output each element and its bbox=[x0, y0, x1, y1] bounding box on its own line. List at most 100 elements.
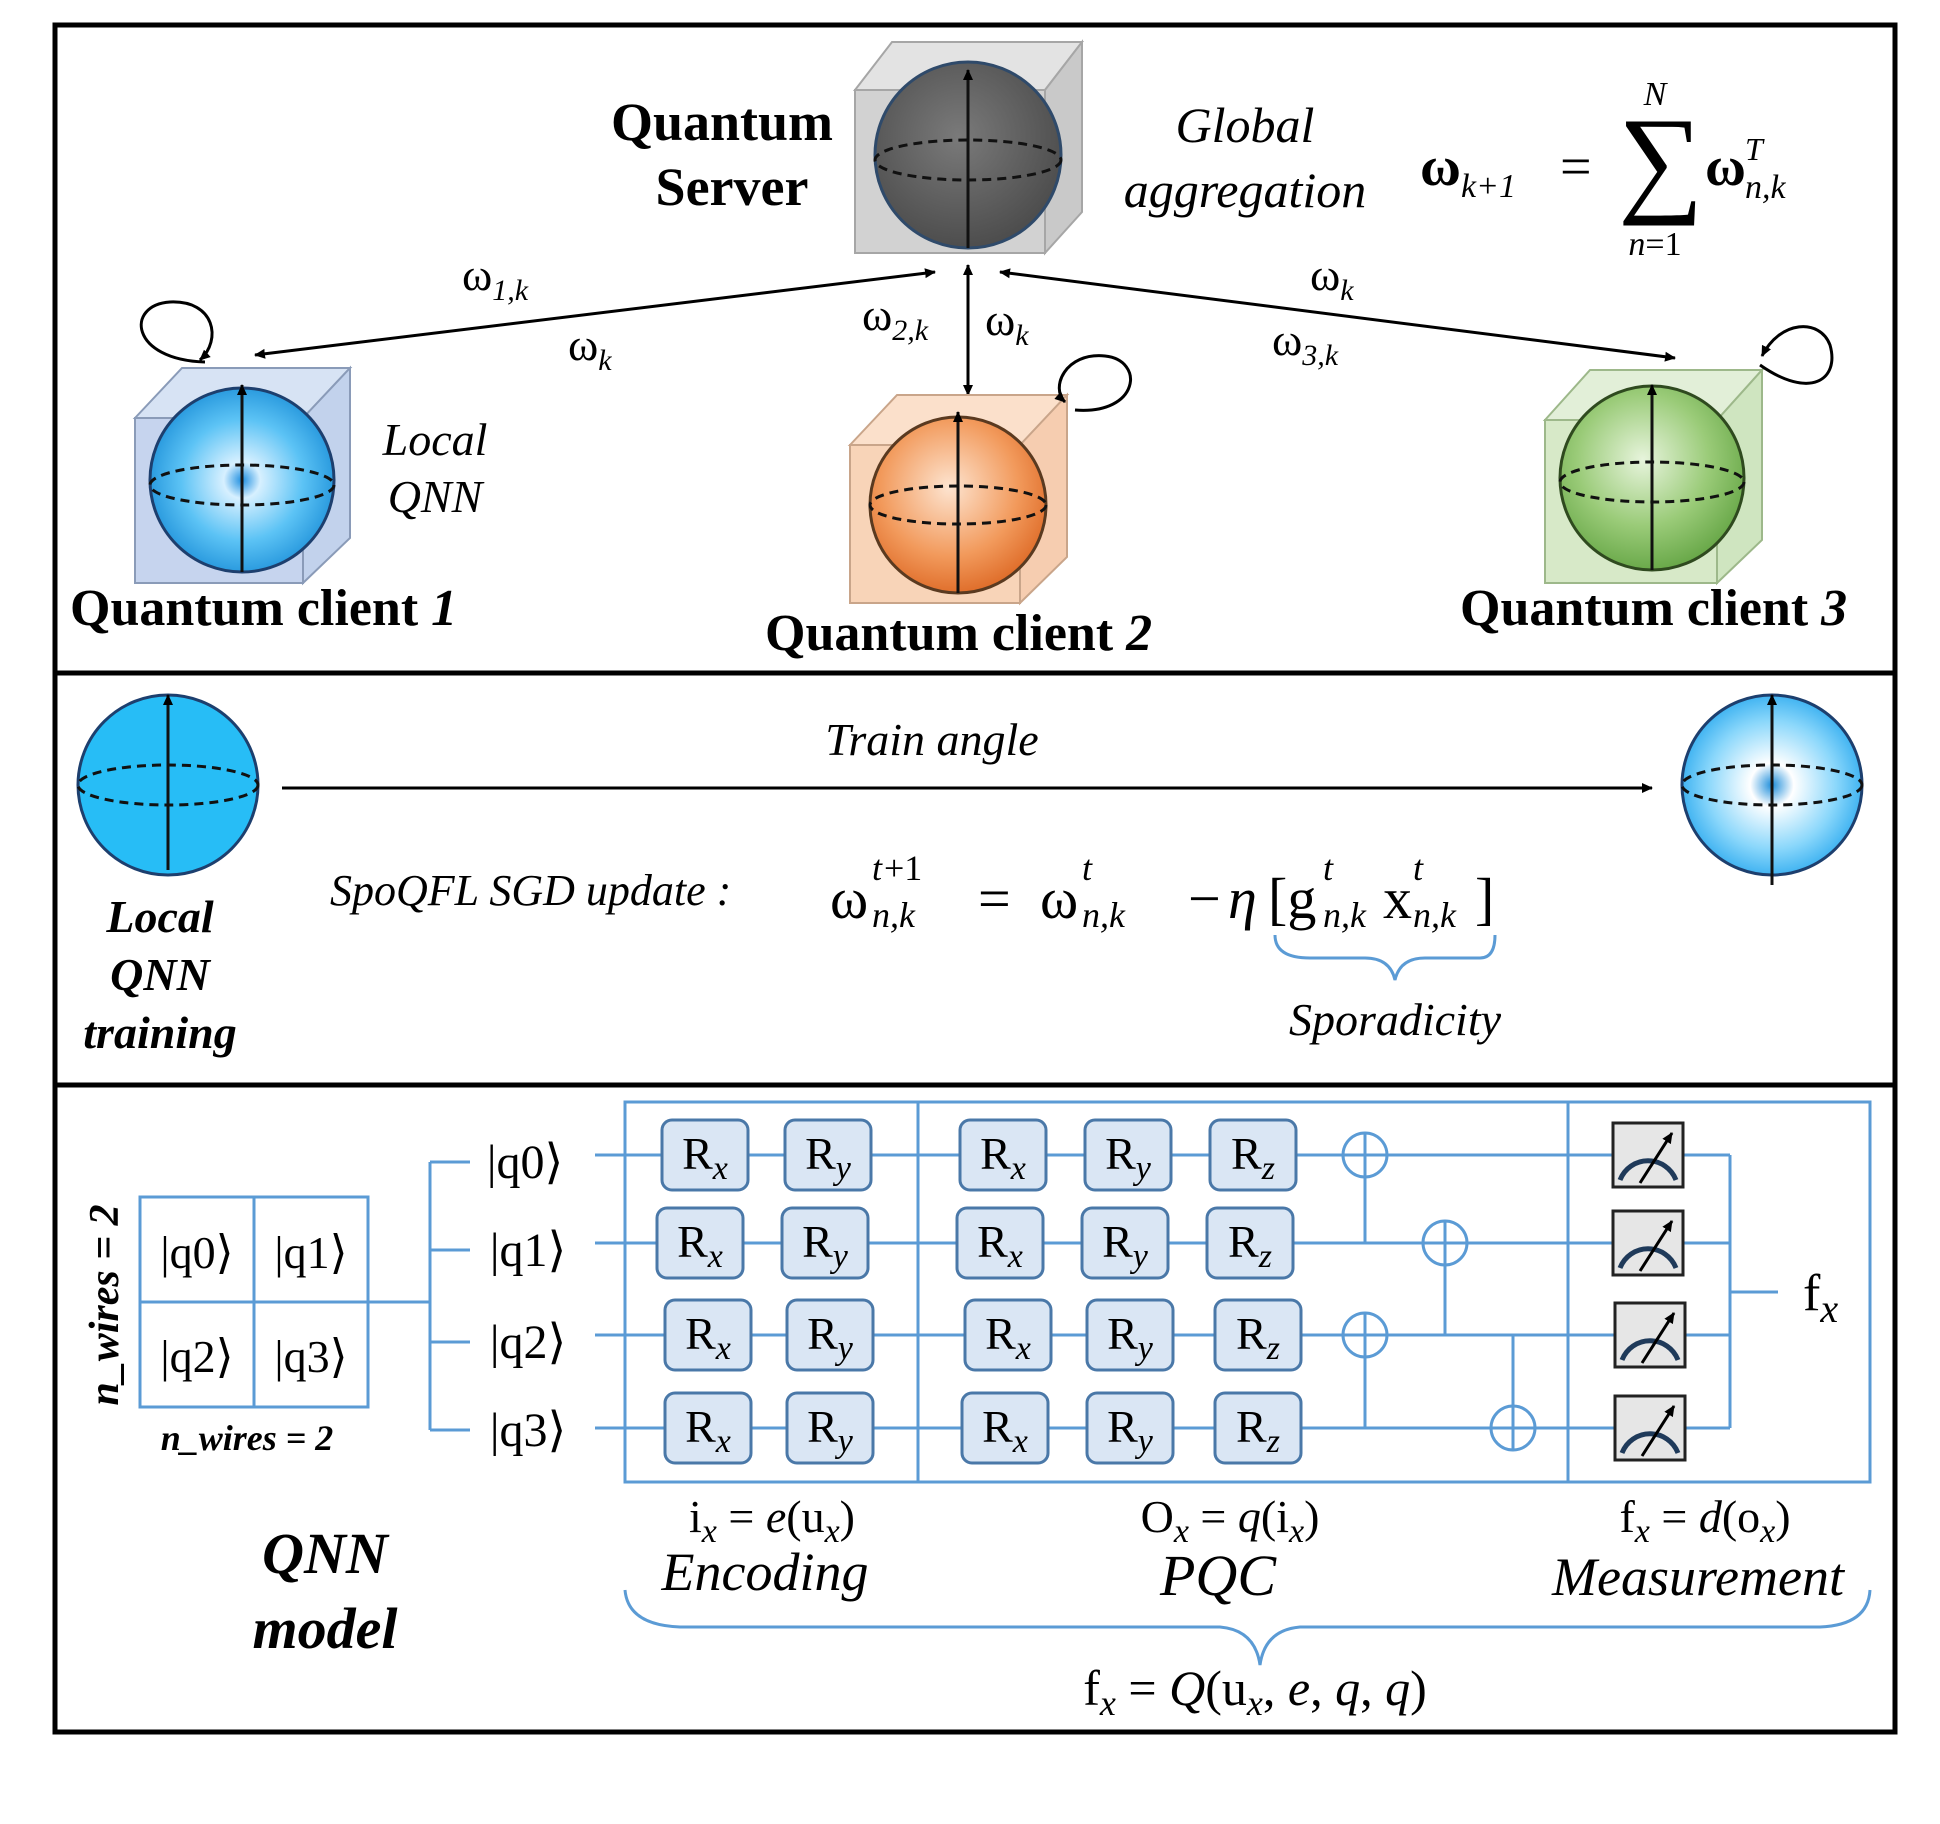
global-aggregation-line2: aggregation bbox=[1124, 162, 1367, 218]
sgd-update-label: SpoQFL SGD update : bbox=[330, 866, 731, 915]
svg-text:n,k: n,k bbox=[1082, 895, 1126, 935]
svg-text:t: t bbox=[1323, 848, 1334, 888]
edge-label-w2k: ω2,k bbox=[862, 289, 929, 347]
enc-gate-q3-ry-label: Ry bbox=[807, 1401, 854, 1460]
enc-gate-q2-ry: Ry bbox=[785, 1298, 875, 1372]
n-wires-vertical: n_wires = 2 bbox=[82, 1204, 128, 1405]
pqc-gate-q0-ry-label: Ry bbox=[1105, 1128, 1152, 1187]
enc-gate-q2-rx: Rx bbox=[663, 1298, 753, 1372]
output-fx: fx bbox=[1803, 1265, 1838, 1331]
edge-label-wk-mid: ωk bbox=[985, 294, 1029, 352]
pqc-gate-q3-ry: Ry bbox=[1085, 1391, 1175, 1465]
pqc-gate-q0-rx-label: Rx bbox=[980, 1128, 1026, 1187]
grid-cell-q1: |q1⟩ bbox=[274, 1227, 347, 1278]
enc-gate-q0-rx-label: Rx bbox=[682, 1128, 728, 1187]
local-qnn-line2: QNN bbox=[388, 471, 485, 522]
enc-gate-q3-rx: Rx bbox=[663, 1391, 753, 1465]
qubit-label-q2: |q2⟩ bbox=[490, 1316, 566, 1369]
pqc-gate-q2-rx-label: Rx bbox=[985, 1308, 1031, 1367]
measurement-eq: fx = d(ox) bbox=[1619, 1491, 1790, 1550]
qubit-fanout bbox=[368, 1160, 470, 1432]
edge-label-w3k: ω3,k bbox=[1272, 314, 1339, 372]
svg-text:=: = bbox=[978, 866, 1011, 931]
edge-label-wk-left: ωk bbox=[568, 319, 612, 377]
svg-text:n,k: n,k bbox=[1413, 895, 1457, 935]
circuit-frame bbox=[623, 1100, 1872, 1484]
model-eq: fx = Q(ux, e, q, q) bbox=[1083, 1660, 1426, 1723]
edge-label-w1k: ω1,k bbox=[462, 249, 529, 307]
pqc-gate-q3-rz: Rz bbox=[1213, 1391, 1303, 1465]
qubit-label-q0: |q0⟩ bbox=[487, 1136, 563, 1189]
pqc-gate-q2-ry-label: Ry bbox=[1107, 1308, 1154, 1367]
server-title-line1: Quantum bbox=[611, 92, 833, 152]
measurement-meter-q0 bbox=[1611, 1121, 1685, 1189]
svg-text:ωk+1: ωk+1 bbox=[1420, 136, 1516, 205]
enc-gate-q2-ry-label: Ry bbox=[807, 1308, 854, 1367]
pqc-gate-q3-ry-label: Ry bbox=[1107, 1401, 1154, 1460]
svg-text:=: = bbox=[1560, 136, 1592, 198]
pqc-gate-q2-ry: Ry bbox=[1085, 1298, 1175, 1372]
enc-gate-q1-rx: Rx bbox=[655, 1206, 745, 1280]
client3-title: Quantum client 3 bbox=[1460, 580, 1847, 637]
train-angle-label: Train angle bbox=[825, 714, 1038, 765]
svg-text:]: ] bbox=[1475, 866, 1494, 931]
client3-cube bbox=[1542, 325, 1834, 586]
qnn-model-line1: QNN bbox=[262, 1521, 390, 1586]
grid-cell-q0: |q0⟩ bbox=[160, 1227, 233, 1278]
pqc-gate-q2-rx: Rx bbox=[963, 1298, 1053, 1372]
output-combiner bbox=[1728, 1155, 1778, 1428]
svg-text:T: T bbox=[1745, 131, 1765, 167]
svg-text:−: − bbox=[1188, 866, 1221, 931]
pqc-gate-q0-ry: Ry bbox=[1083, 1118, 1173, 1192]
svg-text:ω: ω bbox=[1040, 866, 1078, 931]
measurement-meter-q1 bbox=[1611, 1209, 1685, 1277]
server-title-line2: Server bbox=[656, 157, 809, 217]
sporadicity-brace bbox=[1273, 934, 1497, 981]
enc-gate-q1-ry-label: Ry bbox=[802, 1216, 849, 1275]
server-cube bbox=[852, 39, 1085, 256]
enc-gate-q0-ry-label: Ry bbox=[805, 1128, 852, 1187]
qubit-wires bbox=[595, 1153, 1730, 1430]
pqc-gate-q1-rx: Rx bbox=[955, 1206, 1045, 1280]
svg-text:η: η bbox=[1228, 866, 1257, 931]
client1-loop-icon bbox=[139, 300, 214, 364]
local-qnn-line1: Local bbox=[382, 414, 488, 465]
encoding-label: Encoding bbox=[661, 1542, 869, 1602]
arrow-server-client3 bbox=[999, 268, 1676, 362]
enc-gate-q3-rx-label: Rx bbox=[685, 1401, 731, 1460]
qubit-grid: |q0⟩ |q1⟩ |q2⟩ |q3⟩ bbox=[138, 1195, 370, 1409]
pqc-gate-q3-rz-label: Rz bbox=[1236, 1401, 1280, 1460]
training-end-sphere bbox=[1680, 693, 1864, 885]
client2-cube bbox=[847, 354, 1132, 606]
pqc-gate-q1-rx-label: Rx bbox=[977, 1216, 1023, 1275]
local-training-line1: Local bbox=[105, 891, 214, 942]
pqc-eq: Ox = q(ix) bbox=[1141, 1491, 1320, 1550]
panel-qnn-frame bbox=[52, 1082, 1898, 1735]
sgd-update-formula: ω t+1 n,k = ω t n,k − η [g t n,k x t n,k… bbox=[830, 848, 1494, 935]
measurement-label: Measurement bbox=[1551, 1547, 1846, 1607]
meters-layer bbox=[1611, 1121, 1687, 1462]
svg-text:t: t bbox=[1082, 848, 1093, 888]
enc-gate-q1-ry: Ry bbox=[780, 1206, 870, 1280]
enc-gate-q0-ry: Ry bbox=[783, 1118, 873, 1192]
entanglers bbox=[1341, 1131, 1537, 1452]
local-training-line2: QNN bbox=[110, 949, 211, 1000]
svg-text:n,k: n,k bbox=[872, 895, 916, 935]
measurement-meter-q3 bbox=[1613, 1394, 1687, 1462]
pqc-label: PQC bbox=[1159, 1543, 1277, 1608]
svg-text:n,k: n,k bbox=[1745, 169, 1787, 206]
svg-text:N: N bbox=[1643, 76, 1669, 113]
pqc-gate-q0-rx: Rx bbox=[958, 1118, 1048, 1192]
svg-text:+1: +1 bbox=[884, 848, 922, 888]
pqc-gate-q1-ry: Ry bbox=[1080, 1206, 1170, 1280]
global-aggregation-line1: Global bbox=[1176, 97, 1315, 153]
svg-text:ω: ω bbox=[1705, 136, 1746, 198]
edge-label-wk-right: ωk bbox=[1310, 249, 1354, 307]
enc-gate-q2-rx-label: Rx bbox=[685, 1308, 731, 1367]
model-brace bbox=[623, 1589, 1872, 1666]
pqc-gate-q1-rz: Rz bbox=[1205, 1206, 1295, 1280]
pqc-gate-q3-rx-label: Rx bbox=[982, 1401, 1028, 1460]
sporadicity-label: Sporadicity bbox=[1289, 994, 1502, 1045]
